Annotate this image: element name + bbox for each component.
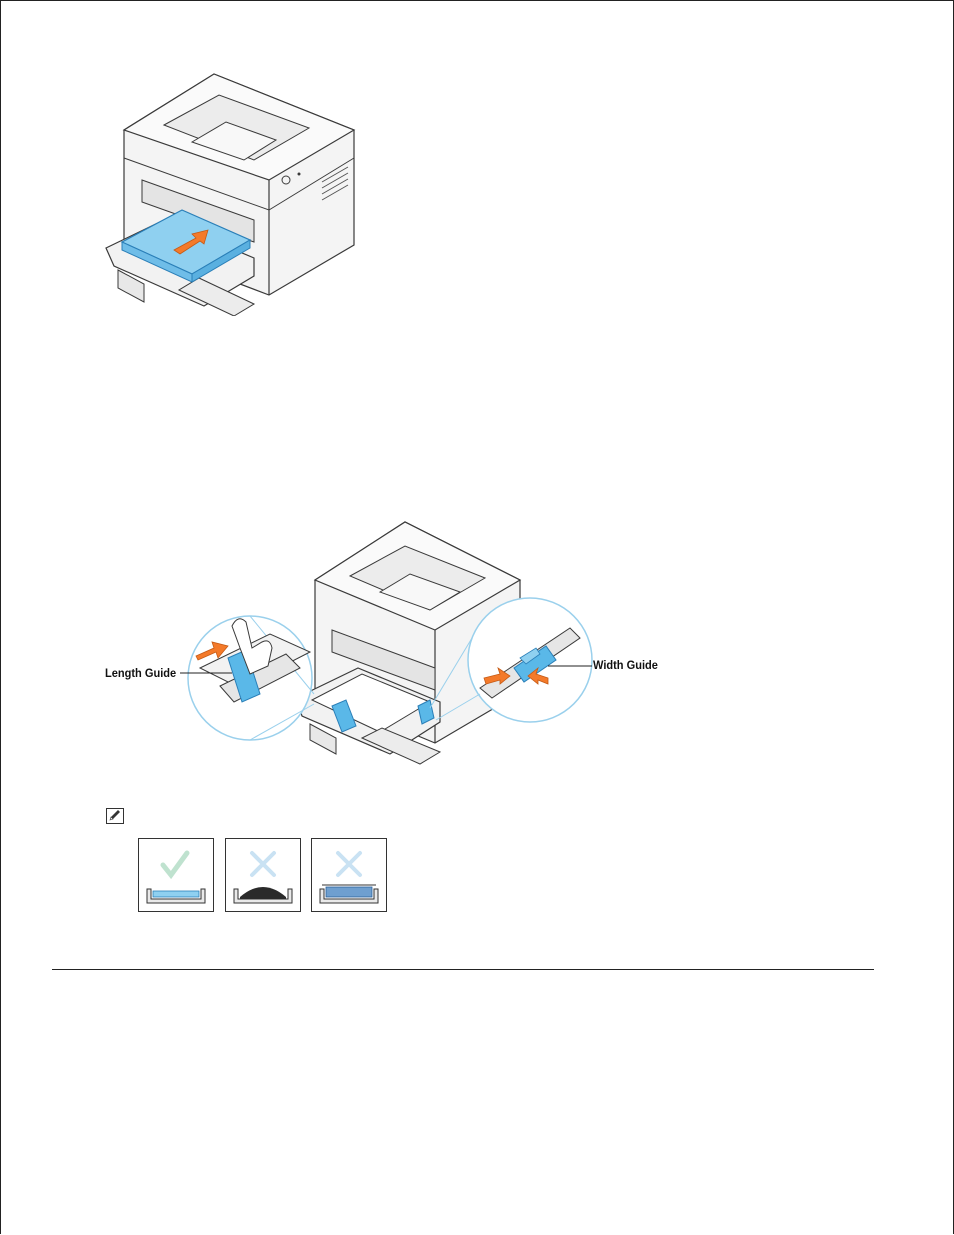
- printer-load-paper-illustration: [104, 70, 358, 316]
- paper-panel-correct: [138, 838, 214, 912]
- paper-panel-overfilled: [311, 838, 387, 912]
- width-guide-label: Width Guide: [593, 658, 658, 672]
- note-pencil-icon: [106, 808, 124, 824]
- printer-adjust-guides-illustration: [100, 518, 670, 768]
- length-guide-label: Length Guide: [105, 666, 176, 680]
- cross-icon: [338, 853, 360, 875]
- section-divider: [52, 969, 874, 970]
- paper-panel-curled: [225, 838, 301, 912]
- check-icon: [163, 853, 187, 875]
- cross-icon: [252, 853, 274, 875]
